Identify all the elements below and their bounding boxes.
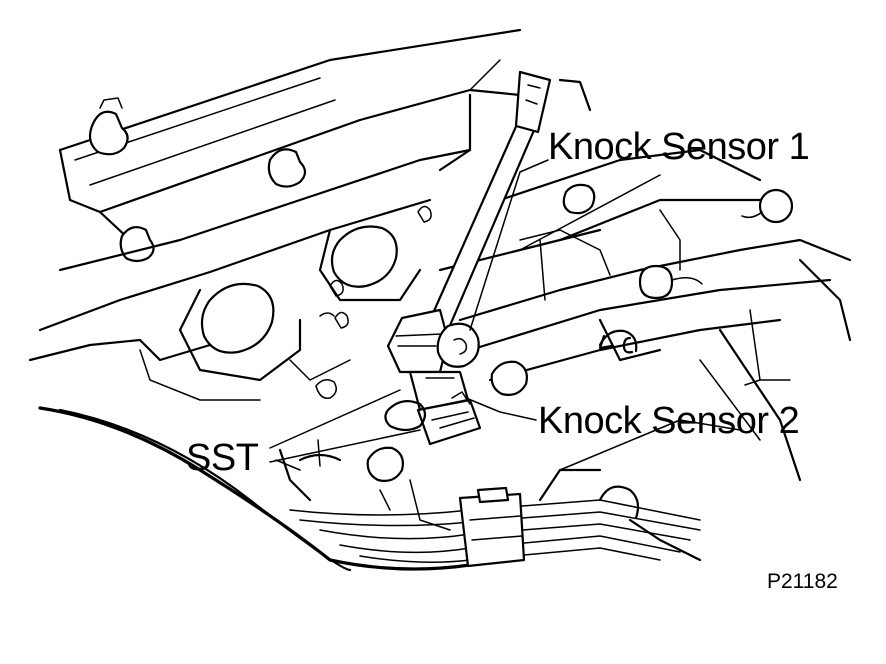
knock-sensor-1-label: Knock Sensor 1 xyxy=(548,126,810,168)
leader-lines xyxy=(269,159,661,463)
figure-code: P21182 xyxy=(767,570,838,593)
engine-block xyxy=(438,148,852,482)
sst-label: SST xyxy=(186,437,259,479)
wiring-harness xyxy=(38,406,702,572)
knock-sensor-2-label: Knock Sensor 2 xyxy=(538,400,800,442)
knock-sensors xyxy=(315,360,528,482)
intake-manifold xyxy=(28,148,472,401)
sst-tool xyxy=(386,70,552,446)
